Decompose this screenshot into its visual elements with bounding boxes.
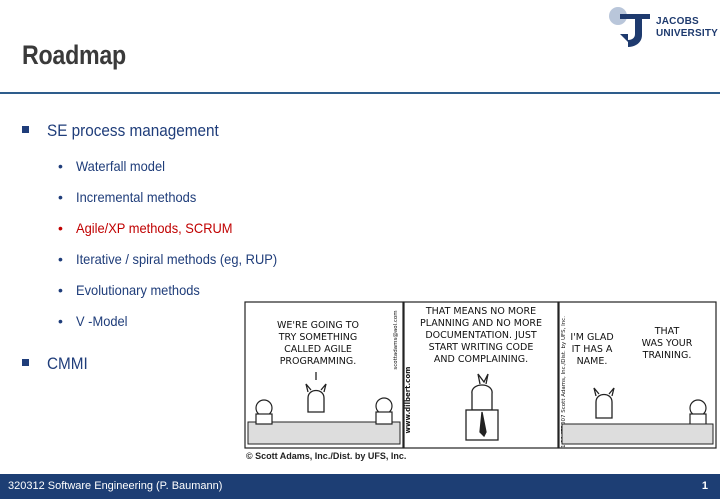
office-table-3-icon <box>561 423 714 445</box>
panel1-line1: WE'RE GOING TO <box>277 320 359 331</box>
panel3-right-line1: THAT <box>654 326 680 337</box>
panel2-line3: DOCUMENTATION. JUST <box>425 330 537 341</box>
footer-course: 320312 Software Engineering (P. Baumann) <box>8 480 223 492</box>
dot-bullet-icon: • <box>58 220 63 236</box>
dot-bullet-icon: • <box>58 251 63 267</box>
jacobs-university-logo: JACOBS UNIVERSITY <box>606 5 718 49</box>
slide-title: Roadmap <box>22 40 126 70</box>
panel1-line3: CALLED AGILE <box>284 344 352 355</box>
sub-bullet-text: Iterative / spiral methods (eg, RUP) <box>76 251 278 267</box>
panel1-line4: PROGRAMMING. <box>280 356 357 367</box>
panel3-left-line2: IT HAS A <box>572 344 613 355</box>
panel3-right-line2: WAS YOUR <box>642 338 693 349</box>
panel3-side-text: ©2007 Scott Adams, Inc./Dist. by UFS, In… <box>560 316 567 434</box>
panel1-line2: TRY SOMETHING <box>278 332 358 343</box>
panel2-line1: THAT MEANS NO MORE <box>425 306 536 317</box>
boss-character-2-icon <box>593 387 615 419</box>
logo-text-line1: JACOBS <box>656 16 699 27</box>
dot-bullet-icon: • <box>58 313 63 329</box>
dilbert-comic: WE'RE GOING TO TRY SOMETHING CALLED AGIL… <box>244 301 717 449</box>
panel2-line5: AND COMPLAINING. <box>434 354 528 365</box>
boss-character-icon <box>305 372 327 413</box>
bullet-text: SE process management <box>47 121 219 140</box>
page-number: 1 <box>701 480 708 492</box>
panel3-left-line1: I'M GLAD <box>570 332 613 343</box>
footer-bar: 320312 Software Engineering (P. Baumann)… <box>0 474 720 499</box>
dot-bullet-icon: • <box>58 189 63 205</box>
logo-text-line2: UNIVERSITY <box>656 28 719 39</box>
coworker-right-icon <box>375 397 393 425</box>
logo-emblem-icon <box>609 7 650 47</box>
bullet-text: CMMI <box>47 354 88 373</box>
square-bullet-icon <box>22 126 29 133</box>
panel3-left-line3: NAME. <box>577 356 608 367</box>
title-divider <box>0 92 720 94</box>
sub-bullet-text: V -Model <box>76 313 128 329</box>
dilbert-character-icon <box>465 373 499 441</box>
comic-credit: © Scott Adams, Inc./Dist. by UFS, Inc. <box>246 451 407 461</box>
panel3-right-line3: TRAINING. <box>642 350 692 361</box>
panel2-line2: PLANNING AND NO MORE <box>420 318 542 329</box>
panel2-side-text: www.dilbert.com <box>404 367 412 434</box>
coworker-3-icon <box>689 399 707 427</box>
sub-bullet-text: Incremental methods <box>76 189 197 205</box>
square-bullet-icon <box>22 359 29 366</box>
panel2-line4: START WRITING CODE <box>429 342 534 353</box>
office-table-icon <box>247 421 401 445</box>
sub-bullet-text: Waterfall model <box>76 158 166 174</box>
dot-bullet-icon: • <box>58 158 63 174</box>
panel1-side-text: scottadams@aol.com <box>393 310 399 369</box>
coworker-left-icon <box>255 399 273 425</box>
dot-bullet-icon: • <box>58 282 63 298</box>
sub-bullet-text: Evolutionary methods <box>76 282 200 298</box>
sub-bullet-text: Agile/XP methods, SCRUM <box>76 220 233 236</box>
